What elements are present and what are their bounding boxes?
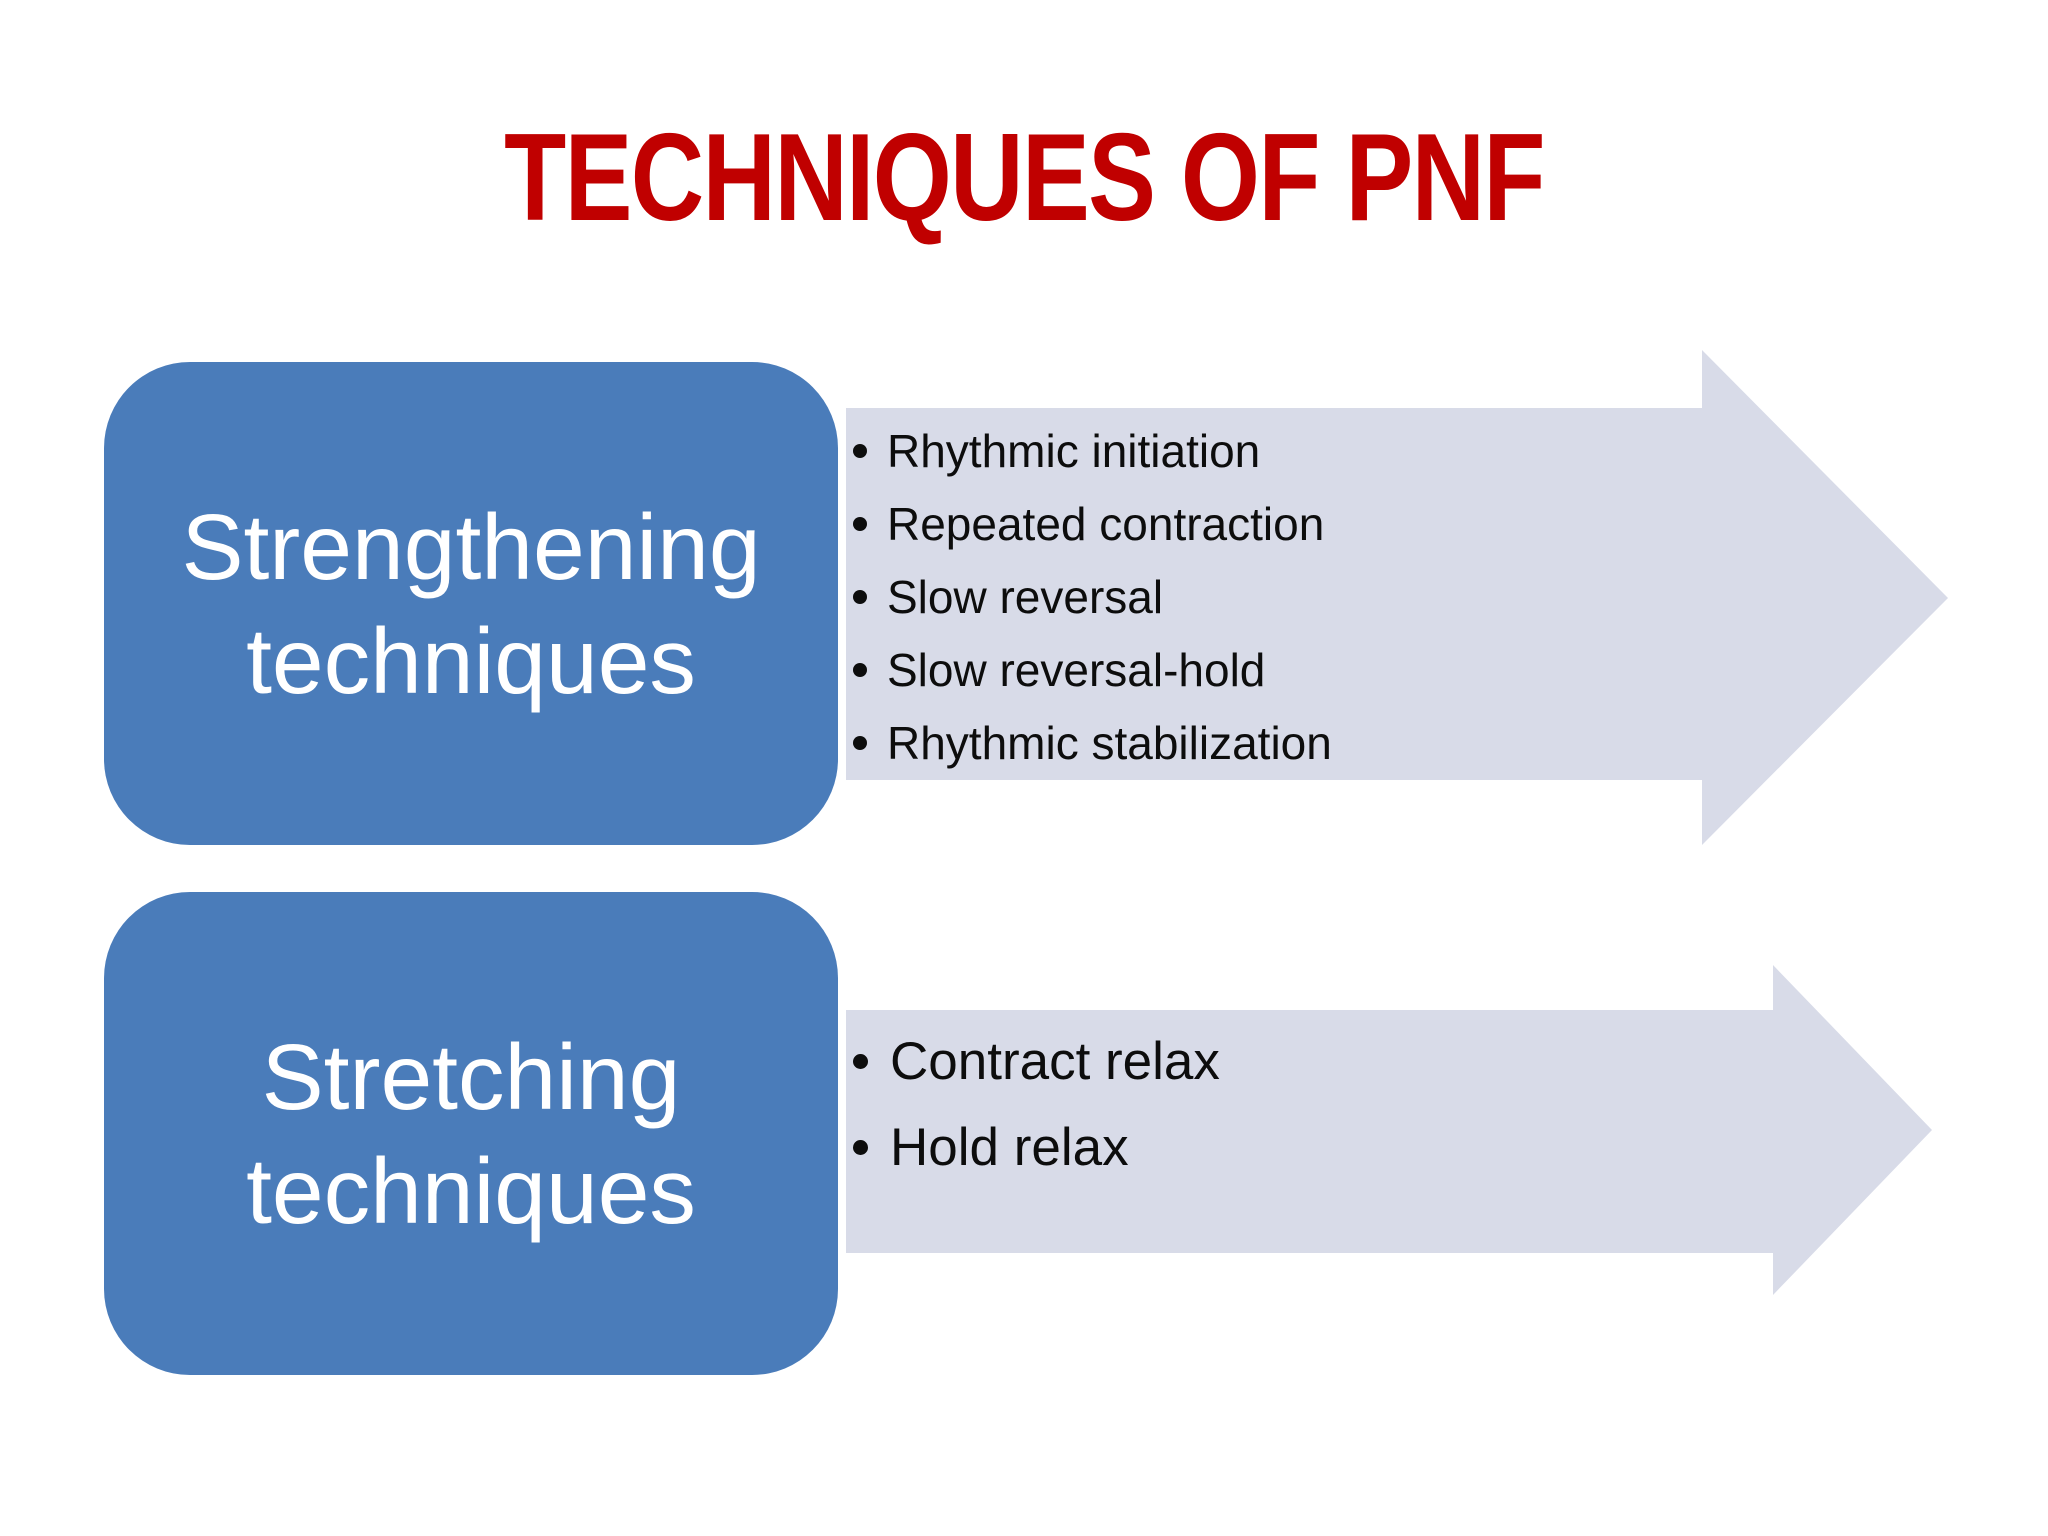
slide-title: TECHNIQUES OF PNF bbox=[504, 109, 1545, 247]
bullet-item: Slow reversal-hold bbox=[846, 634, 1702, 707]
bullet-item: Rhythmic stabilization bbox=[846, 707, 1702, 780]
bullet-item: Rhythmic initiation bbox=[846, 414, 1702, 487]
bullet-item: Slow reversal bbox=[846, 560, 1702, 633]
bullet-list-strengthening: Rhythmic initiation Repeated contraction… bbox=[846, 408, 1702, 780]
bullet-list-stretching: Contract relax Hold relax bbox=[846, 1010, 1773, 1253]
bullet-item: Hold relax bbox=[846, 1104, 1773, 1190]
bullet-item: Repeated contraction bbox=[846, 487, 1702, 560]
arrow-1-head-icon bbox=[1702, 350, 1948, 845]
category-box-stretching: Stretching techniques bbox=[104, 892, 838, 1375]
arrow-2-head-icon bbox=[1773, 965, 1932, 1295]
category-box-strengthening: Strengthening techniques bbox=[104, 362, 838, 845]
category-box-strengthening-label: Strengthening techniques bbox=[181, 494, 761, 713]
category-box-stretching-label: Stretching techniques bbox=[246, 1024, 696, 1243]
bullet-item: Contract relax bbox=[846, 1018, 1773, 1104]
